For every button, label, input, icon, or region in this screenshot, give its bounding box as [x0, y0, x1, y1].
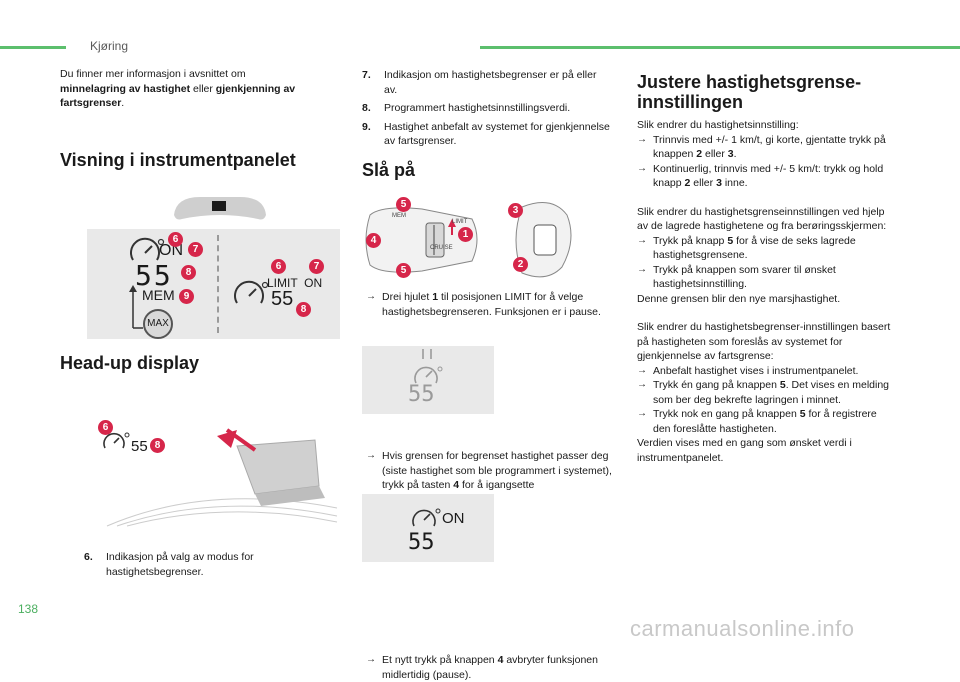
badge-7-right: 7 [309, 259, 324, 274]
heading-headup-display: Head-up display [60, 353, 200, 373]
right-bullet-1: Trinnvis med +/- 1 km/t, gi korte, gjent… [637, 133, 897, 162]
list-item: 9.Hastighet anbefalt av systemet for gje… [362, 120, 610, 148]
stalk-mem-label: MEM [392, 213, 406, 219]
on-speed-value: 55 [408, 530, 435, 555]
right-bullet-7: Trykk nok en gang på knappen 5 for å reg… [637, 407, 897, 436]
badge-8: 8 [181, 265, 196, 280]
instrument-cluster-icon [174, 197, 266, 220]
badge-6-headup: 6 [98, 420, 113, 435]
on-display: ON 55 [362, 494, 494, 562]
headup-illustration: 55 6 8 [87, 388, 340, 528]
right-bullet-4: Trykk på knappen som svarer til ønsket h… [637, 263, 897, 292]
instrument-panel-illustration: ON 55 MEM MAX LIMIT ON 55 6 7 8 9 6 7 8 [87, 229, 340, 339]
on-speedometer-icon [412, 508, 441, 527]
badge-8-headup: 8 [150, 438, 165, 453]
right-column-text: Slik endrer du hastighetsinnstilling: Tr… [637, 118, 897, 465]
watermark: carmanualsonline.info [630, 616, 855, 641]
left-speed-value: 55 [135, 259, 173, 292]
heading-instrument-panel: Visning i instrumentpanelet [60, 150, 296, 170]
headup-speed-value: 55 [131, 438, 148, 455]
badge-1: 1 [458, 227, 473, 242]
control-stalk-drawing [365, 202, 572, 278]
right-bullet-2: Kontinuerlig, trinnvis med +/- 5 km/t: t… [637, 162, 897, 191]
stalk-illustration: MEM CRUISE LIMIT 1 2 3 4 5 5 [362, 195, 612, 285]
list-item: 7.Indikasjon om hastighetsbegrenser er p… [362, 69, 597, 96]
mem-label: MEM [142, 287, 175, 303]
pause-display: 55 [362, 346, 494, 414]
badge-7: 7 [188, 242, 203, 257]
step-1: Drei hjulet 1 til posisjonen LIMIT for å… [366, 290, 630, 319]
badge-3: 3 [508, 203, 523, 218]
pause-icon [422, 349, 432, 359]
speedometer-icon [130, 237, 165, 261]
headup-speedometer-icon [103, 432, 130, 449]
panel-divider [217, 235, 219, 333]
right-bullet-6: Trykk én gang på knappen 5. Det vises en… [637, 378, 897, 407]
pause-speed-value: 55 [408, 382, 435, 407]
right-bullet-5: Anbefalt hastighet vises i instrumentpan… [637, 364, 897, 379]
badge-9: 9 [179, 289, 194, 304]
badge-6-right: 6 [271, 259, 286, 274]
speedometer-icon-right [234, 280, 269, 304]
mem-arrow-icon [129, 285, 143, 329]
max-indicator: MAX [143, 309, 173, 339]
stalk-limit-label: LIMIT [452, 219, 468, 225]
right-bullet-3: Trykk på knapp 5 for å vise de seks lagr… [637, 234, 897, 263]
dashboard-drawing [106, 428, 338, 527]
page-number: 138 [18, 602, 39, 616]
stalk-cruise-label: CRUISE [430, 245, 453, 251]
header-rule-right [480, 46, 960, 49]
on-label: ON [442, 510, 465, 527]
pause-speedometer-icon [414, 366, 443, 384]
badge-5: 5 [396, 197, 411, 212]
list-left: 6.Indikasjon på valg av modus for hastig… [84, 550, 304, 583]
badge-8-right: 8 [296, 302, 311, 317]
heading-sla-pa: Slå på [362, 160, 416, 180]
right-speed-value: 55 [271, 288, 294, 310]
badge-4: 4 [366, 233, 381, 248]
right-limit-on-label: LIMIT ON [267, 276, 323, 290]
heading-justere: Justere hastighetsgrense- innstillingen [637, 72, 862, 112]
header-rule-left [0, 46, 66, 49]
intro-paragraph: Du finner mer informasjon i avsnittet om… [60, 68, 296, 109]
list-mid: 7.Indikasjon om hastighetsbegrenser er p… [362, 68, 612, 153]
section-title: Kjøring [90, 39, 129, 53]
badge-5-lower: 5 [396, 263, 411, 278]
list-item: 6.Indikasjon på valg av modus for hastig… [84, 551, 254, 578]
badge-6: 6 [168, 232, 183, 247]
badge-2: 2 [513, 257, 528, 272]
list-item: 8.Programmert hastighetsinnstillingsverd… [362, 102, 571, 114]
step-3: Et nytt trykk på knappen 4 avbryter funk… [366, 653, 632, 682]
